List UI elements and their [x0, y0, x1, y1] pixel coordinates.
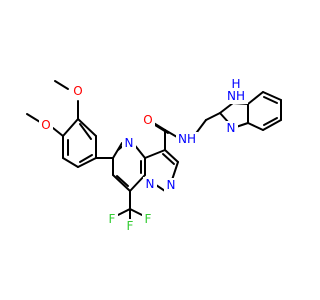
atom-o-carbonyl: O: [143, 113, 152, 127]
atom-n-pyrimidine: N: [125, 136, 134, 150]
atom-label-layer: O O O NH NH H N N N N F F F: [39, 77, 248, 233]
atom-f-top: F: [127, 219, 134, 233]
atom-n-pyrazole: N: [167, 178, 176, 192]
atom-o-methoxy-left: O: [41, 118, 50, 132]
atom-f-left: F: [109, 212, 116, 226]
molecule-structure: O O O NH NH H N N N N F F F: [26, 77, 282, 233]
atom-o-methoxy-top: O: [73, 84, 82, 98]
atom-n-bridge: N: [146, 177, 155, 191]
atom-nh-amide: NH: [178, 132, 196, 146]
atom-h-benzimidazole: H: [231, 77, 240, 91]
atom-nh-benzimidazole: NH: [227, 89, 245, 103]
atom-n-benzimidazole: N: [227, 121, 236, 135]
atom-f-right: F: [145, 212, 152, 226]
